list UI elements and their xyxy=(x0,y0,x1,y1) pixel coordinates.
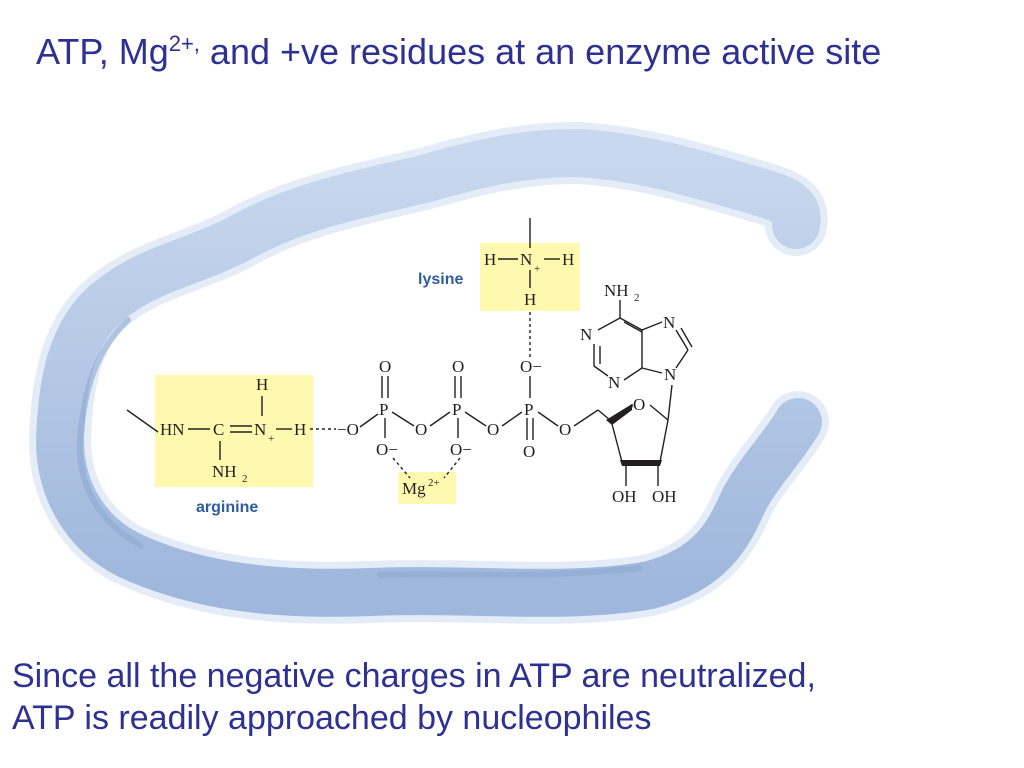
slide-title: ATP, Mg2+, and +ve residues at an enzyme… xyxy=(36,30,881,73)
svg-text:OH: OH xyxy=(652,487,677,506)
svg-text:N: N xyxy=(254,420,266,439)
svg-text:OH: OH xyxy=(612,487,637,506)
svg-text:Mg: Mg xyxy=(402,479,426,498)
svg-text:+: + xyxy=(268,433,274,445)
svg-text:2+: 2+ xyxy=(428,477,440,489)
svg-text:N: N xyxy=(608,373,620,392)
svg-text:N: N xyxy=(664,365,676,384)
svg-text:O: O xyxy=(487,420,499,439)
lysine-label: lysine xyxy=(418,271,463,288)
svg-text:N: N xyxy=(663,313,675,332)
title-suffix: and +ve residues at an enzyme active sit… xyxy=(199,31,882,72)
svg-text:NH: NH xyxy=(212,462,237,481)
triphosphate: −O O P O− O O P O− O O− P O O xyxy=(337,357,599,479)
svg-text:2: 2 xyxy=(242,473,248,485)
svg-text:H: H xyxy=(524,290,536,309)
svg-text:H: H xyxy=(562,250,574,269)
svg-text:H: H xyxy=(484,250,496,269)
svg-text:C: C xyxy=(213,420,224,439)
caption-line-2: ATP is readily approached by nucleophile… xyxy=(12,699,652,737)
svg-text:O−: O− xyxy=(450,440,472,459)
svg-text:O−: O− xyxy=(376,440,398,459)
svg-text:+: + xyxy=(534,263,540,275)
lysine-group: H N + H H xyxy=(484,218,574,357)
arginine-highlight xyxy=(155,375,313,487)
mg-highlight xyxy=(398,472,456,504)
adenine-base: NH 2 N N N N xyxy=(580,281,693,392)
protein-ribbon xyxy=(29,121,829,624)
svg-text:N: N xyxy=(520,250,532,269)
svg-text:HN: HN xyxy=(160,420,185,439)
svg-text:P: P xyxy=(524,400,533,419)
svg-text:N: N xyxy=(580,325,592,344)
svg-text:O: O xyxy=(452,357,464,376)
arginine-group: H HN C N + H NH 2 xyxy=(126,375,336,485)
magnesium-ion: Mg 2+ xyxy=(402,477,440,498)
svg-text:O: O xyxy=(559,420,571,439)
svg-text:O: O xyxy=(415,420,427,439)
svg-text:−O: −O xyxy=(337,420,359,439)
svg-text:O−: O− xyxy=(520,357,542,376)
svg-text:2: 2 xyxy=(634,292,640,304)
ribose-ring: O OH OH xyxy=(597,384,677,506)
svg-text:NH: NH xyxy=(604,281,629,300)
caption-line-1: Since all the negative charges in ATP ar… xyxy=(12,657,816,695)
arginine-label: arginine xyxy=(196,499,258,516)
title-superscript: 2+, xyxy=(168,31,200,56)
svg-text:O: O xyxy=(379,357,391,376)
svg-text:P: P xyxy=(452,400,461,419)
svg-text:P: P xyxy=(379,400,388,419)
title-prefix: ATP, Mg xyxy=(36,31,169,72)
svg-text:H: H xyxy=(256,375,268,394)
svg-text:H: H xyxy=(294,420,306,439)
svg-text:O: O xyxy=(523,442,535,461)
svg-text:O: O xyxy=(633,395,645,414)
slide-caption: Since all the negative charges in ATP ar… xyxy=(12,655,816,739)
